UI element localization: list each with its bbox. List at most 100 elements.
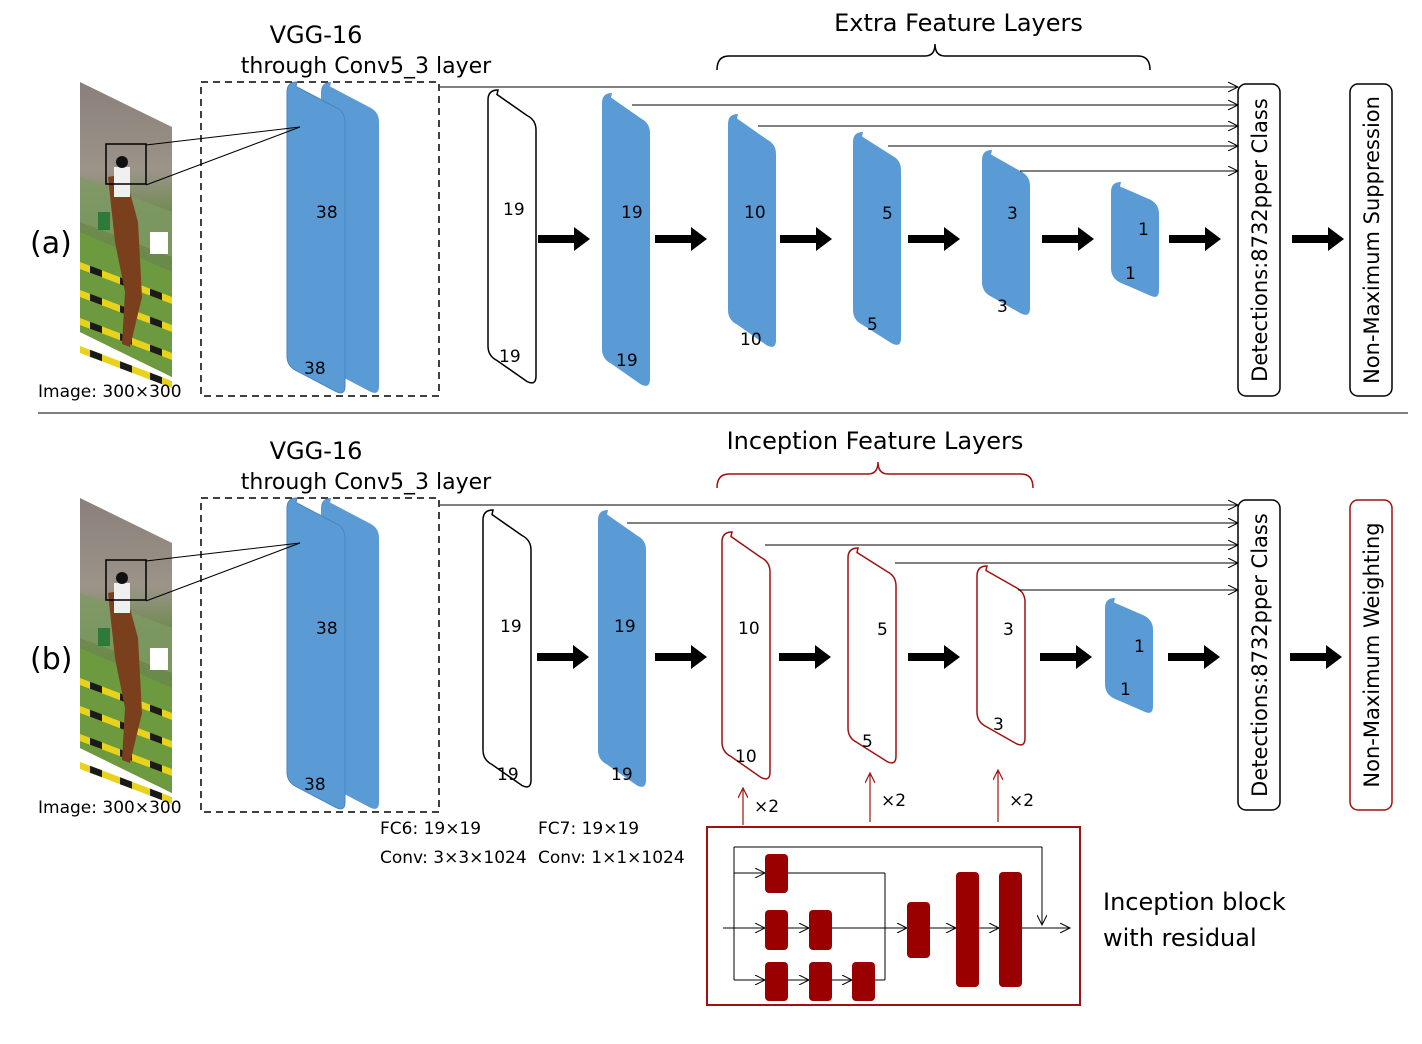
post-processing-box xyxy=(1349,83,1393,397)
conv-unit xyxy=(956,872,979,987)
panel-label: (a) xyxy=(30,226,72,261)
feature-layer: 33 xyxy=(982,150,1030,317)
feature-layer-height: 1 xyxy=(1125,264,1136,284)
detections-label: Detections:8732pper Class xyxy=(1248,513,1272,797)
feature-layer-height: 3 xyxy=(997,297,1008,317)
input-image xyxy=(80,82,172,388)
conv-unit xyxy=(999,872,1022,987)
image-rail-stripe xyxy=(90,709,102,722)
feature-layer-shape xyxy=(847,547,897,764)
receptive-field-box xyxy=(105,559,147,601)
vgg-feature-map-front xyxy=(286,81,346,394)
vgg-dim-height: 38 xyxy=(304,359,326,379)
detections-label: Detections:8732pper Class xyxy=(1248,98,1272,382)
flow-arrow xyxy=(655,645,707,669)
image-rider-helmet xyxy=(116,156,128,168)
fc6-conv-label: Conv: 3×3×1024 xyxy=(380,848,527,868)
feature-layer-shape xyxy=(853,132,901,345)
flow-arrow xyxy=(1168,645,1220,669)
vgg-subtitle: through Conv5_3 layer xyxy=(241,470,492,495)
repeat-count-label: ×2 xyxy=(881,791,906,811)
feature-layer: 55 xyxy=(853,132,901,345)
conv-unit xyxy=(765,962,788,1001)
projection-line xyxy=(145,126,301,146)
feature-layer-width: 10 xyxy=(744,203,766,223)
fc6-label: FC6: 19×19 xyxy=(380,819,481,839)
conv-unit xyxy=(809,910,832,950)
vgg-dim-width: 38 xyxy=(316,619,338,639)
flow-arrow xyxy=(1042,227,1094,251)
post-processing-label: Non-Maximum Weighting xyxy=(1360,522,1384,787)
feature-layer-width: 1 xyxy=(1134,637,1145,657)
flow-arrow xyxy=(908,645,960,669)
conv-unit xyxy=(809,962,832,1001)
flow-arrow xyxy=(538,227,590,251)
image-rail-stripe xyxy=(120,777,132,789)
receptive-field-box xyxy=(105,143,147,185)
image-rider xyxy=(114,167,130,197)
image-rail-stripe xyxy=(150,372,162,385)
image-rail-stripe xyxy=(150,316,162,329)
feature-layer-shape xyxy=(728,114,776,347)
feature-layers-title: Inception Feature Layers xyxy=(727,427,1024,455)
image-rail-stripe xyxy=(150,788,162,801)
flow-arrow xyxy=(780,227,832,251)
repeat-count-label: ×2 xyxy=(754,797,779,817)
image-rail-stripe xyxy=(150,288,162,301)
inception-block-border xyxy=(706,826,1081,1006)
input-image xyxy=(80,498,172,804)
vgg-title: VGG-16 xyxy=(270,437,363,465)
feature-layer-width: 5 xyxy=(877,620,888,640)
feature-layer-width: 19 xyxy=(614,617,636,637)
inception-label-line1: Inception block xyxy=(1103,888,1286,916)
flow-arrow xyxy=(1040,645,1092,669)
feature-layer-width: 3 xyxy=(1007,204,1018,224)
feature-layer-height: 19 xyxy=(499,347,521,367)
image-rider xyxy=(114,583,130,613)
feature-layers-title: Extra Feature Layers xyxy=(834,9,1083,37)
feature-layer-width: 19 xyxy=(503,200,525,220)
feature-layer-height: 3 xyxy=(993,715,1004,735)
feature-layer: 11 xyxy=(1105,598,1153,713)
post-processing-box xyxy=(1349,499,1393,811)
image-rail-stripe xyxy=(90,349,102,362)
feature-layer-shape xyxy=(598,510,646,787)
feature-layers-bracket xyxy=(716,43,1151,71)
image-rail-stripe xyxy=(90,737,102,750)
conv-unit xyxy=(765,910,788,950)
image-rail-stripe xyxy=(90,321,102,334)
repeat-count-label: ×2 xyxy=(1009,791,1034,811)
feature-layer-shape xyxy=(982,150,1030,315)
feature-layer-height: 19 xyxy=(616,351,638,371)
conv-unit xyxy=(852,962,875,1001)
feature-layer-width: 10 xyxy=(738,619,760,639)
feature-layer: 11 xyxy=(1111,182,1159,297)
image-size-label: Image: 300×300 xyxy=(38,798,182,818)
flow-arrow xyxy=(779,645,831,669)
image-rail-stripe xyxy=(150,732,162,745)
image-rail-stripe xyxy=(120,361,132,373)
flow-arrow xyxy=(1292,227,1344,251)
conv-unit xyxy=(907,902,930,958)
feature-layer-height: 1 xyxy=(1120,680,1131,700)
flow-arrow xyxy=(1290,645,1342,669)
image-board xyxy=(150,232,168,254)
image-rail-stripe xyxy=(150,704,162,717)
flow-arrow xyxy=(655,227,707,251)
image-horse xyxy=(108,174,142,347)
feature-layer: 55 xyxy=(847,547,897,764)
feature-layer-shape xyxy=(1105,598,1153,713)
flow-arrow xyxy=(1169,227,1221,251)
inception-label-line2: with residual xyxy=(1103,924,1257,952)
projection-line xyxy=(145,542,301,602)
image-rail-stripe xyxy=(90,265,102,278)
image-rail-stripe xyxy=(90,765,102,778)
inception-block xyxy=(706,826,1081,1006)
feature-layer-height: 10 xyxy=(735,747,757,767)
fc7-conv-label: Conv: 1×1×1024 xyxy=(538,848,685,868)
vgg-subtitle: through Conv5_3 layer xyxy=(241,54,492,79)
